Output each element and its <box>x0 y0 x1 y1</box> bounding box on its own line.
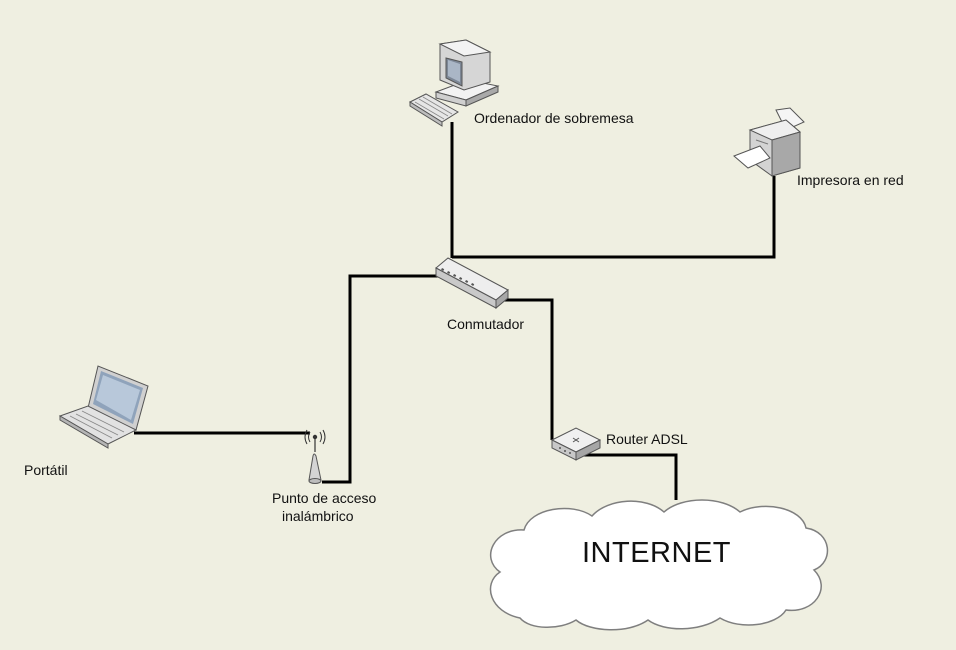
connection-switch-router <box>498 298 554 440</box>
cloud-icon <box>489 499 829 631</box>
adsl-router-icon <box>550 427 602 461</box>
wireless-access-point-icon <box>304 429 326 484</box>
laptop-icon <box>58 365 149 449</box>
internet-label: INTERNET <box>582 537 731 569</box>
network-switch-icon <box>435 257 509 310</box>
desktop-computer-icon <box>408 39 500 127</box>
desktop-label: Ordenador de sobremesa <box>474 110 634 126</box>
connection-router-internet <box>584 453 678 500</box>
laptop-label: Portátil <box>24 462 68 478</box>
connection-switch-access-point <box>322 274 438 484</box>
connections <box>134 122 776 500</box>
access-point-label-line2: inalámbrico <box>282 508 354 524</box>
network-printer-icon <box>733 107 805 177</box>
connection-printer-switch <box>452 176 776 259</box>
access-point-label-line1: Punto de acceso <box>272 490 377 506</box>
router-label: Router ADSL <box>606 431 688 447</box>
switch-label: Conmutador <box>447 316 525 332</box>
printer-label: Impresora en red <box>797 172 904 188</box>
